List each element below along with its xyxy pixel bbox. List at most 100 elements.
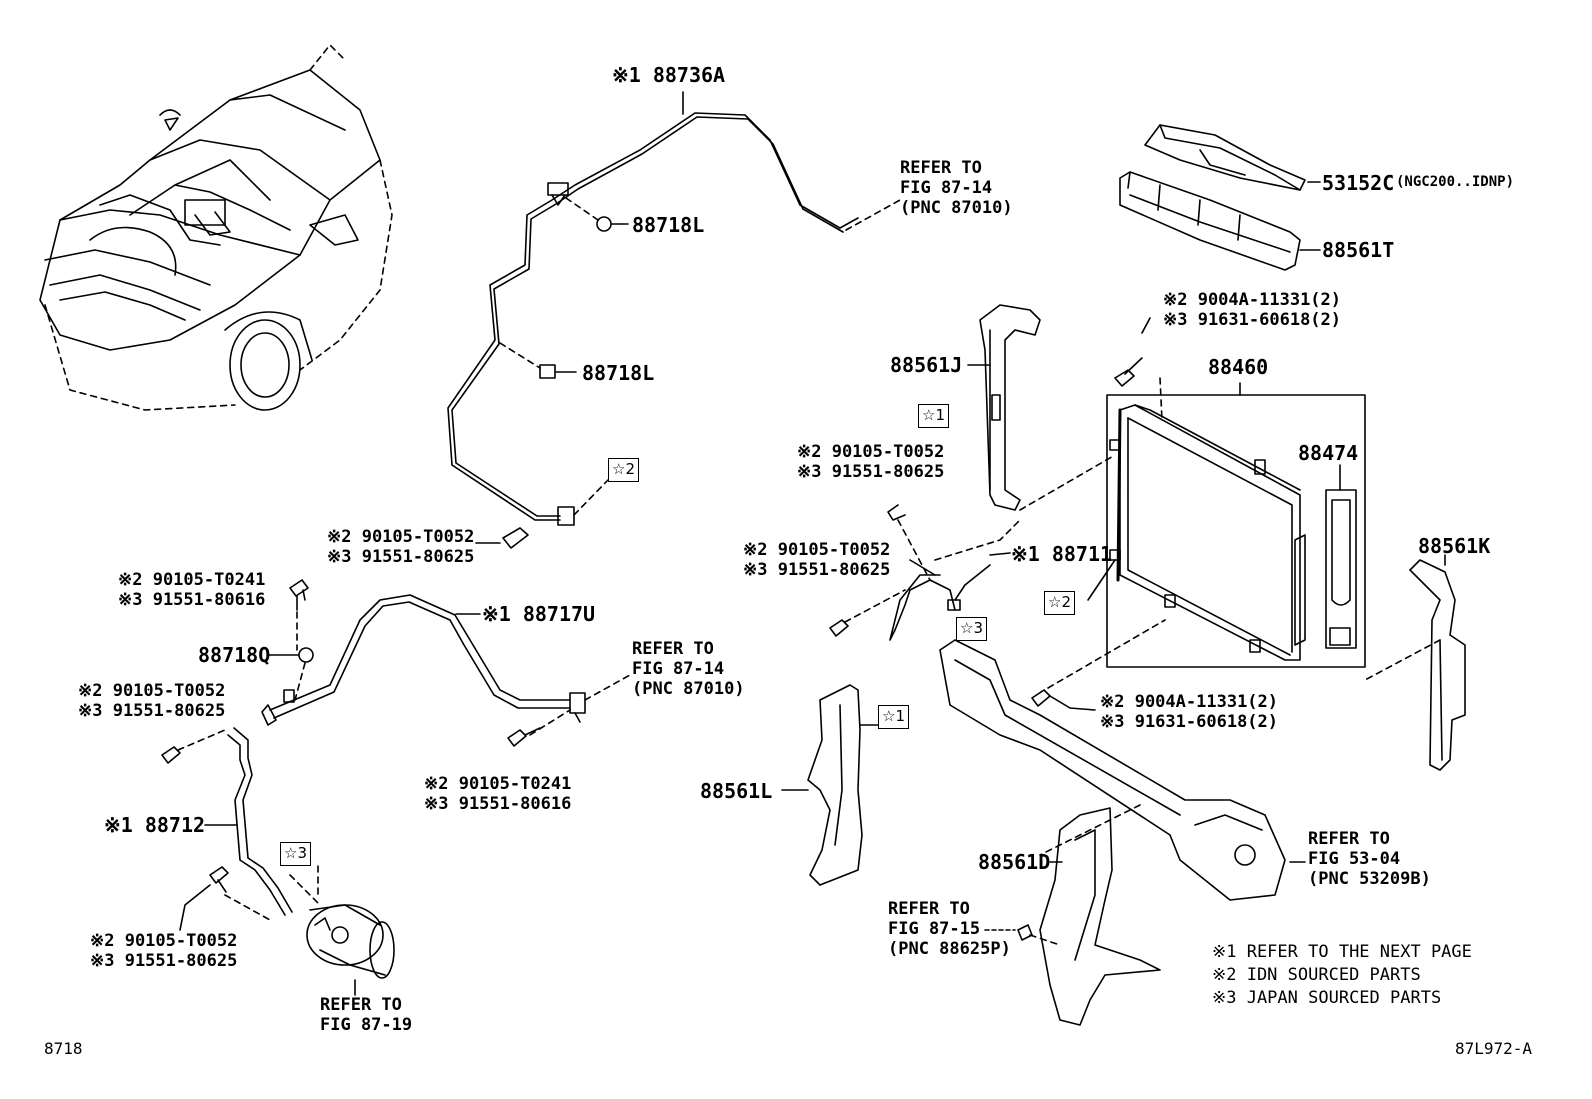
refer-mid-line3: (PNC 87010) [632,679,745,699]
clamp-88718Q [267,579,314,703]
refer-mid-line2: FIG 87-14 [632,659,725,679]
legend-item-2: ※2 IDN SOURCED PARTS [1212,965,1421,985]
legend-item-3: ※3 JAPAN SOURCED PARTS [1212,988,1442,1008]
bolt-left-bottom [179,866,271,931]
duct-88561D [1039,804,1161,1026]
bracket-pipe-end-top [475,479,609,549]
bolt-top-line1: ※2 90105-T0052 [327,527,475,547]
condenser-leader-lines [1019,454,1116,601]
refer-compressor-line1: REFER TO [320,995,402,1015]
label-88711: ※1 88711 [1011,542,1113,566]
label-88736A: ※1 88736A [612,63,726,87]
bolt-condenser-bottom-numbers: ※2 9004A-11331(2) ※3 91631-60618(2) [1100,692,1278,732]
bolt-left-bottom-line2: ※3 91551-80625 [90,951,238,971]
clamp-88718L-mid [499,342,577,379]
bolt-condenser-top-line1: ※2 9004A-11331(2) [1163,290,1342,310]
duct-88561L [781,684,879,886]
duct-53152C [1144,124,1321,191]
bolt-left-top-line2: ※3 91551-80616 [118,590,266,610]
radiator-support [939,639,1306,901]
refer-53-note: REFER TO FIG 53-04 (PNC 53209B) [1308,829,1431,889]
bolt-center-line1: ※2 90105-T0241 [424,774,572,794]
refer-top-note: REFER TO FIG 87-14 (PNC 87010) [900,158,1013,218]
bolt-center-line2: ※3 91551-80616 [424,794,572,814]
label-53152C: 53152C [1322,171,1395,195]
receiver-dryer-88474 [1294,464,1357,649]
star3-compressor-box: ☆3 [280,842,311,866]
bolt-left-top [302,589,306,601]
bolt-mid2-numbers: ※2 90105-T0052 ※3 91551-80625 [743,540,890,580]
refer-mid-line1: REFER TO [632,639,714,659]
pipe-88711 [829,504,1021,641]
bolt-condenser-bottom-line1: ※2 9004A-11331(2) [1100,692,1279,712]
condenser-core [1109,404,1301,661]
star3-mid-box: ☆3 [956,617,987,641]
bolt-mid1-line2: ※3 91551-80625 [797,462,945,482]
refer-53-line1: REFER TO [1308,829,1390,849]
figure-id: 8718 [44,1039,83,1058]
refer-8715-line3: (PNC 88625P) [888,939,1011,959]
refer-top-line1: REFER TO [900,158,982,178]
label-88712: ※1 88712 [104,813,206,837]
refer-8715-line1: REFER TO [888,899,970,919]
label-88561L: 88561L [700,779,773,803]
label-88717U: ※1 88717U [482,602,596,626]
hose-88712 [161,727,293,916]
star2-top-box: ☆2 [608,458,639,482]
bolt-mid2-line1: ※2 90105-T0052 [743,540,891,560]
bolt-mid2-line2: ※3 91551-80625 [743,560,891,580]
refer-53-line3: (PNC 53209B) [1308,869,1431,889]
clip-88625P [984,924,1061,946]
refer-compressor-line2: FIG 87-19 [320,1015,413,1035]
hose-88717U [261,594,631,726]
condenser-88460-frame [1106,382,1366,668]
legend: ※1 REFER TO THE NEXT PAGE ※2 IDN SOURCED… [1212,942,1472,1011]
label-88561K: 88561K [1418,534,1491,558]
refer-8715-line2: FIG 87-15 [888,919,981,939]
refer-top-line2: FIG 87-14 [900,178,993,198]
duct-88561T [1119,171,1321,271]
bolt-left-mid-numbers: ※2 90105-T0052 ※3 91551-80625 [78,681,225,721]
label-53152C-note: (NGC200..IDNP) [1396,174,1515,190]
bolt-left-mid-line2: ※3 91551-80625 [78,701,226,721]
bolt-condenser-top-numbers: ※2 9004A-11331(2) ※3 91631-60618(2) [1163,290,1341,330]
label-88474: 88474 [1298,441,1359,465]
label-88718Q: 88718Q [198,643,271,667]
vehicle-overview-illustration [39,44,393,411]
star1-j-box: ☆1 [918,404,949,428]
refer-compressor-note: REFER TO FIG 87-19 [320,995,412,1035]
bracket-88561J [967,304,1041,511]
bolt-top-numbers: ※2 90105-T0052 ※3 91551-80625 [327,527,474,567]
pipe-88736A [447,91,901,521]
bolt-left-top-line1: ※2 90105-T0241 [118,570,266,590]
refer-mid-note: REFER TO FIG 87-14 (PNC 87010) [632,639,745,699]
star1-l-box: ☆1 [878,705,909,729]
compressor [289,865,395,996]
illustration-code: 87L972-A [1455,1039,1533,1058]
refer-53-line2: FIG 53-04 [1308,849,1401,869]
legend-item-1: ※1 REFER TO THE NEXT PAGE [1212,942,1472,962]
bolt-left-top-numbers: ※2 90105-T0241 ※3 91551-80616 [118,570,265,610]
bolt-condenser-bottom-line2: ※3 91631-60618(2) [1100,712,1279,732]
bolt-center [507,709,571,747]
label-88718L-top: 88718L [632,213,705,237]
bolt-mid1-numbers: ※2 90105-T0052 ※3 91551-80625 [797,442,944,482]
bolt-condenser-top-line2: ※3 91631-60618(2) [1163,310,1342,330]
label-88561J: 88561J [890,353,963,377]
star2-condenser-box: ☆2 [1044,591,1075,615]
refer-8715-note: REFER TO FIG 87-15 (PNC 88625P) [888,899,1011,959]
bolt-left-mid-line1: ※2 90105-T0052 [78,681,226,701]
bolt-mid1-line1: ※2 90105-T0052 [797,442,945,462]
label-88561T: 88561T [1322,238,1395,262]
bolt-center-numbers: ※2 90105-T0241 ※3 91551-80616 [424,774,571,814]
bolt-left-bottom-numbers: ※2 90105-T0052 ※3 91551-80625 [90,931,237,971]
bolt-top-line2: ※3 91551-80625 [327,547,475,567]
bolt-left-bottom-line1: ※2 90105-T0052 [90,931,238,951]
condenser-bolt-top [1114,317,1163,421]
label-88561D: 88561D [978,850,1051,874]
label-88718L-mid: 88718L [582,361,655,385]
clamp-88718L-top [547,182,629,232]
bracket-88561K [1364,554,1466,771]
refer-top-line3: (PNC 87010) [900,198,1013,218]
